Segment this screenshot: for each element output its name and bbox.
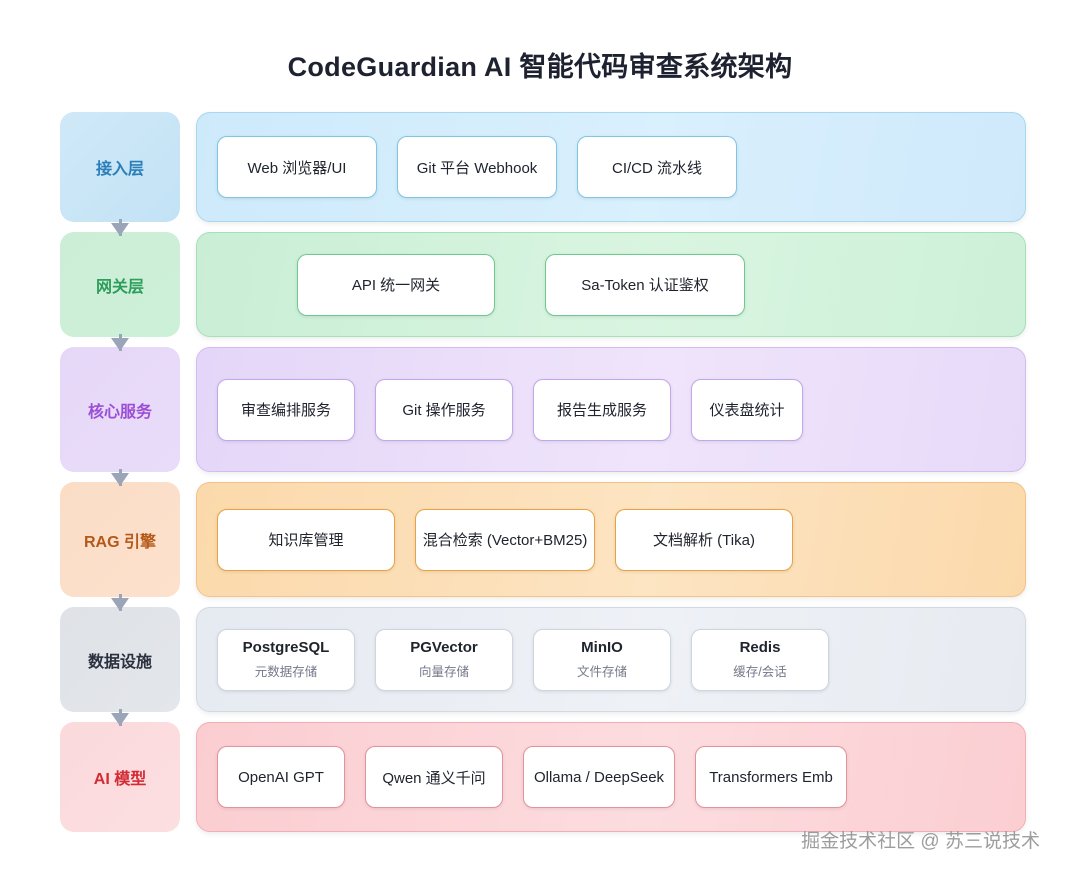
layer-row-gateway: 网关层 API 统一网关 Sa-Token 认证鉴权 <box>60 232 1026 351</box>
layer-stack: 接入层 Web 浏览器/UI Git 平台 Webhook CI/CD 流水线 <box>60 112 1026 842</box>
component-card[interactable]: PostgreSQL 元数据存储 <box>217 628 355 691</box>
component-subtitle: 元数据存储 <box>254 665 318 679</box>
layer-band-cell-data-infrastructure: PostgreSQL 元数据存储 PGVector 向量存储 MinIO 文件存… <box>196 607 1026 712</box>
flow-arrow-down-icon <box>111 594 129 611</box>
component-card[interactable]: 混合检索 (Vector+BM25) <box>415 508 595 571</box>
layer-label-gateway: 网关层 <box>60 232 180 337</box>
component-title: Ollama / DeepSeek <box>533 768 665 786</box>
component-title: Qwen 通义千问 <box>382 769 486 787</box>
component-card[interactable]: CI/CD 流水线 <box>577 136 737 198</box>
layer-row-core-services: 核心服务 审查编排服务 Git 操作服务 报告生成服务 仪表盘统计 <box>60 347 1026 486</box>
component-title: Sa-Token 认证鉴权 <box>581 277 709 294</box>
layer-band-rag-engine: 知识库管理 混合检索 (Vector+BM25) 文档解析 (Tika) <box>196 482 1026 597</box>
component-title: OpenAI GPT <box>238 768 324 786</box>
layer-label-cell-rag-engine: RAG 引擎 <box>60 482 180 611</box>
component-title: CI/CD 流水线 <box>611 159 702 177</box>
layer-band-cell-access: Web 浏览器/UI Git 平台 Webhook CI/CD 流水线 <box>196 112 1026 222</box>
layer-row-ai-models: AI 模型 OpenAI GPT Qwen 通义千问 Ollama / Deep… <box>60 722 1026 832</box>
layer-label-rag-engine: RAG 引擎 <box>60 482 180 597</box>
component-card[interactable]: 审查编排服务 <box>217 378 355 441</box>
component-title: MinIO <box>581 639 623 656</box>
component-card[interactable]: 仪表盘统计 <box>691 378 803 441</box>
component-title: Web 浏览器/UI <box>247 159 347 177</box>
layer-band-cell-rag-engine: 知识库管理 混合检索 (Vector+BM25) 文档解析 (Tika) <box>196 482 1026 597</box>
component-card[interactable]: 文档解析 (Tika) <box>615 508 793 571</box>
component-subtitle: 文件存储 <box>576 665 627 679</box>
layer-band-ai-models: OpenAI GPT Qwen 通义千问 Ollama / DeepSeek T… <box>196 722 1026 832</box>
component-card[interactable]: PGVector 向量存储 <box>375 628 513 691</box>
layer-label-cell-access: 接入层 <box>60 112 180 236</box>
component-card[interactable]: Qwen 通义千问 <box>365 746 503 808</box>
flow-arrow-down-icon <box>111 469 129 486</box>
component-card[interactable]: 知识库管理 <box>217 508 395 571</box>
layer-label-core-services: 核心服务 <box>60 347 180 472</box>
layer-band-gateway: API 统一网关 Sa-Token 认证鉴权 <box>196 232 1026 337</box>
layer-row-data-infrastructure: 数据设施 PostgreSQL 元数据存储 PGVector 向量存储 MinI… <box>60 607 1026 726</box>
component-title: Transformers Emb <box>709 768 833 786</box>
layer-label-data-infrastructure: 数据设施 <box>60 607 180 712</box>
layer-band-core-services: 审查编排服务 Git 操作服务 报告生成服务 仪表盘统计 <box>196 347 1026 472</box>
component-title: 仪表盘统计 <box>709 402 785 419</box>
component-card[interactable]: API 统一网关 <box>297 253 495 316</box>
component-title: Git 操作服务 <box>402 402 486 419</box>
layer-label-cell-gateway: 网关层 <box>60 232 180 351</box>
layer-row-access: 接入层 Web 浏览器/UI Git 平台 Webhook CI/CD 流水线 <box>60 112 1026 236</box>
component-card[interactable]: 报告生成服务 <box>533 378 671 441</box>
component-card[interactable]: Transformers Emb <box>695 746 847 808</box>
layer-band-access: Web 浏览器/UI Git 平台 Webhook CI/CD 流水线 <box>196 112 1026 222</box>
layer-label-access: 接入层 <box>60 112 180 222</box>
layer-label-cell-core-services: 核心服务 <box>60 347 180 486</box>
component-title: Git 平台 Webhook <box>416 159 538 177</box>
layer-band-cell-gateway: API 统一网关 Sa-Token 认证鉴权 <box>196 232 1026 337</box>
component-card[interactable]: Redis 缓存/会话 <box>691 628 829 691</box>
component-title: API 统一网关 <box>351 277 441 294</box>
component-card[interactable]: OpenAI GPT <box>217 746 345 808</box>
component-subtitle: 缓存/会话 <box>733 665 787 679</box>
layer-label-cell-ai-models: AI 模型 <box>60 722 180 832</box>
component-title: 审查编排服务 <box>240 402 331 419</box>
component-title: Redis <box>739 639 781 656</box>
watermark: 掘金技术社区 @ 苏三说技术 <box>801 831 1040 852</box>
page-title: CodeGuardian AI 智能代码审查系统架构 <box>287 52 793 82</box>
component-card[interactable]: Git 操作服务 <box>375 378 513 441</box>
component-card[interactable]: Web 浏览器/UI <box>217 136 377 198</box>
component-title: 知识库管理 <box>268 532 344 549</box>
layer-band-cell-ai-models: OpenAI GPT Qwen 通义千问 Ollama / DeepSeek T… <box>196 722 1026 832</box>
flow-arrow-down-icon <box>111 219 129 236</box>
component-title: 文档解析 (Tika) <box>653 532 755 549</box>
layer-label-cell-data-infrastructure: 数据设施 <box>60 607 180 726</box>
layer-band-cell-core-services: 审查编排服务 Git 操作服务 报告生成服务 仪表盘统计 <box>196 347 1026 472</box>
component-card[interactable]: MinIO 文件存储 <box>533 628 671 691</box>
layer-row-rag-engine: RAG 引擎 知识库管理 混合检索 (Vector+BM25) 文档解析 (Ti… <box>60 482 1026 611</box>
component-subtitle: 向量存储 <box>418 665 469 679</box>
component-title: 混合检索 (Vector+BM25) <box>422 532 588 549</box>
component-card[interactable]: Git 平台 Webhook <box>397 136 557 198</box>
component-card[interactable]: Ollama / DeepSeek <box>523 746 675 808</box>
layer-label-ai-models: AI 模型 <box>60 722 180 832</box>
layer-band-data-infrastructure: PostgreSQL 元数据存储 PGVector 向量存储 MinIO 文件存… <box>196 607 1026 712</box>
component-title: PostgreSQL <box>242 639 330 656</box>
flow-arrow-down-icon <box>111 334 129 351</box>
component-card[interactable]: Sa-Token 认证鉴权 <box>545 253 745 316</box>
component-title: 报告生成服务 <box>556 402 647 419</box>
component-title: PGVector <box>410 639 478 656</box>
flow-arrow-down-icon <box>111 709 129 726</box>
